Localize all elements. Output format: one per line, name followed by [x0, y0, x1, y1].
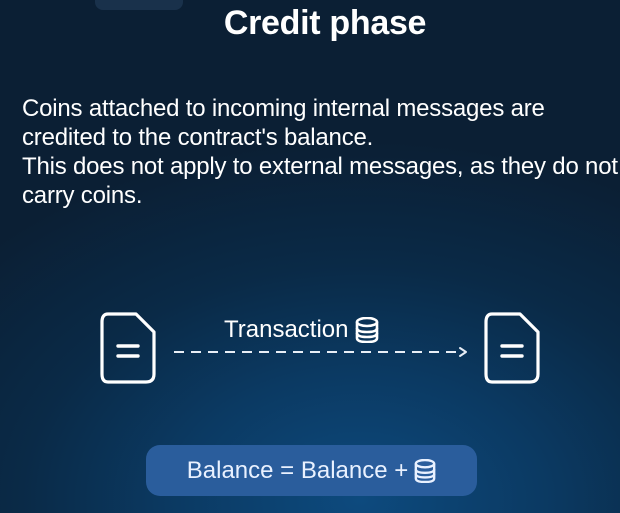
- coins-stack-icon: [355, 317, 378, 343]
- target-contract-document-icon: [484, 312, 540, 384]
- transaction-label-group: Transaction: [224, 316, 379, 344]
- source-contract-document-icon: [100, 312, 156, 384]
- description-line-1: Coins attached to incoming internal mess…: [22, 95, 545, 151]
- transaction-arrow: [174, 347, 467, 357]
- balance-formula-text: Balance = Balance +: [186, 456, 409, 484]
- description-line-2: This does not apply to external messages…: [22, 153, 618, 209]
- coins-stack-icon: [414, 458, 436, 483]
- chevron-right-icon: [459, 347, 467, 357]
- description: Coins attached to incoming internal mess…: [22, 94, 618, 210]
- transaction-label: Transaction: [224, 316, 349, 343]
- balance-formula: Balance = Balance +: [146, 445, 477, 496]
- slide-title: Credit phase: [223, 4, 427, 42]
- top-ui-strip: [95, 0, 183, 10]
